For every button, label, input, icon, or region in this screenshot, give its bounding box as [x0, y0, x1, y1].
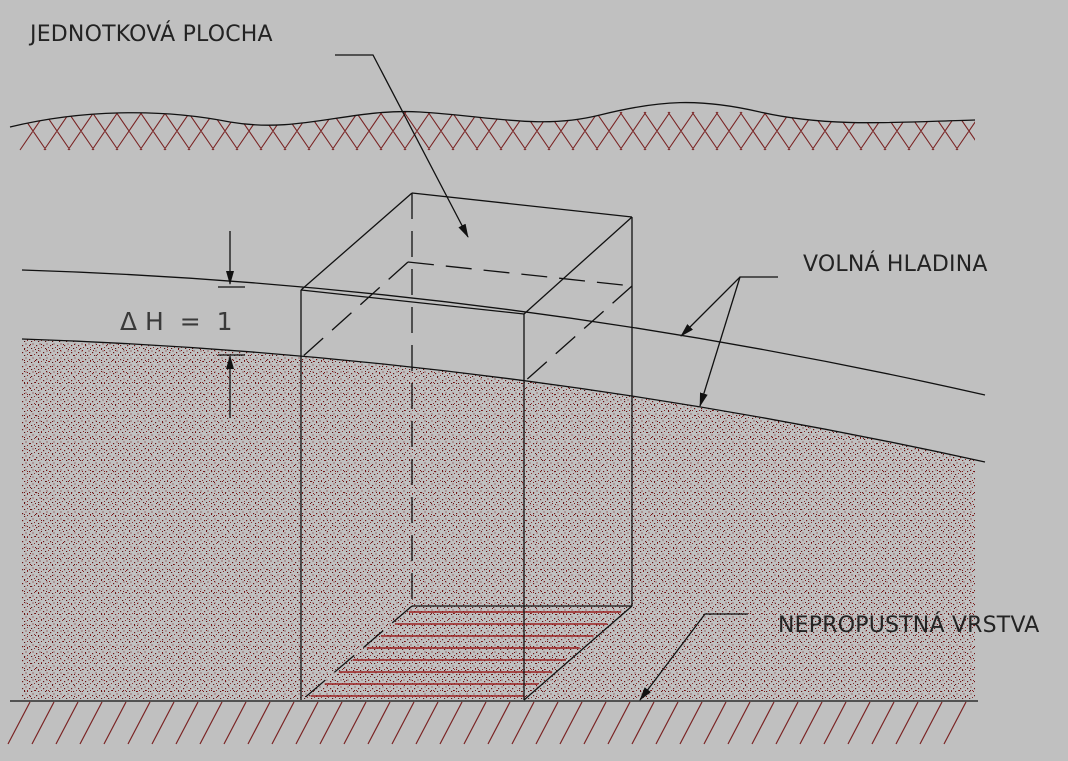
free-surface-line	[21, 269, 986, 396]
leader-unit-area	[335, 54, 469, 238]
ground-surface	[9, 101, 976, 151]
water-table-line	[21, 338, 986, 463]
leader-free-surface	[680, 276, 778, 407]
ground-surface-line	[9, 101, 976, 128]
delta-h-label: Δ H = 1	[120, 307, 233, 336]
impermeable-layer	[7, 700, 978, 745]
aquifer-sand	[21, 338, 986, 700]
leader-impermeable-layer	[639, 613, 748, 701]
unit-area-prism	[300, 192, 633, 701]
unit-area-label: JEDNOTKOVÁ PLOCHA	[28, 21, 273, 47]
impermeable-layer-label: NEPROPUSTNÁ VRSTVA	[778, 612, 1040, 638]
free-surface-label: VOLNÁ HLADINA	[803, 251, 988, 277]
delta-h-dimension: Δ H = 1	[120, 231, 245, 418]
